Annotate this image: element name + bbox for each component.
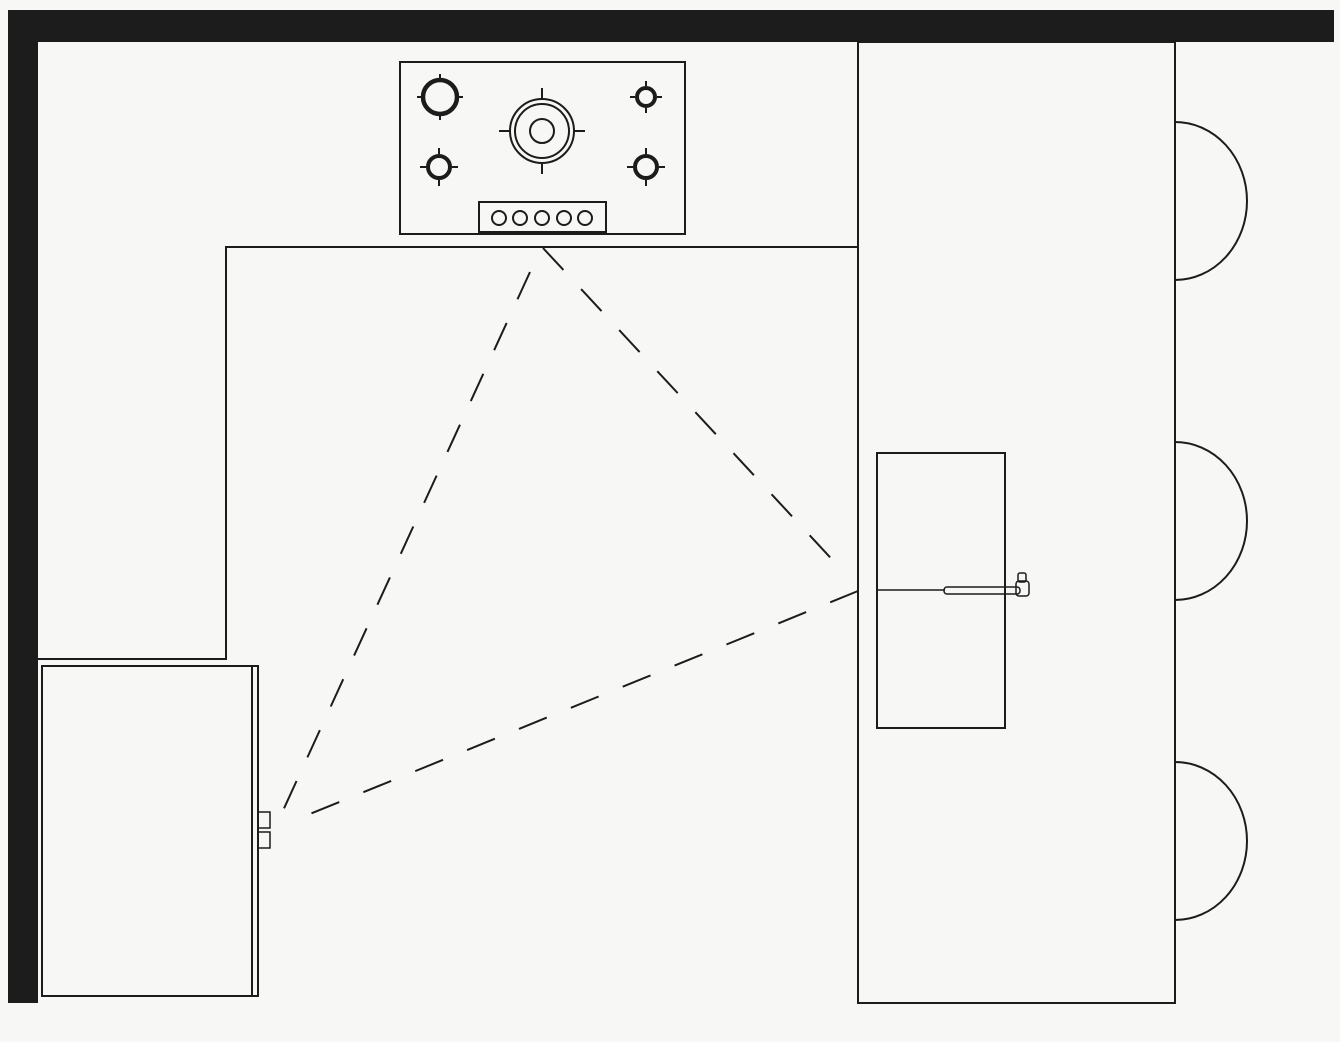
triangle-sink-to-fridge — [299, 590, 859, 819]
island — [857, 41, 1176, 1004]
wall-top — [8, 10, 1334, 42]
knob — [491, 210, 507, 226]
burner-wok — [499, 88, 585, 174]
burner-bottom-right — [627, 148, 665, 186]
work-triangle — [274, 247, 859, 829]
triangle-cooktop-to-sink — [542, 247, 841, 569]
refrigerator-handle — [258, 811, 271, 849]
cooktop-control-panel — [478, 201, 607, 233]
burner-small-top-right — [630, 81, 662, 113]
wall-left — [8, 10, 38, 1003]
knob — [534, 210, 550, 226]
burner-bottom-left — [420, 148, 458, 186]
cooktop — [399, 61, 686, 235]
bar-stool-1 — [1174, 121, 1248, 281]
knob — [512, 210, 528, 226]
knob — [577, 210, 593, 226]
sink — [876, 452, 1006, 729]
faucet — [943, 572, 1030, 597]
bar-stool-3 — [1174, 761, 1248, 921]
burner-large — [417, 74, 463, 120]
triangle-cooktop-to-fridge — [274, 271, 531, 829]
counter-run — [38, 246, 858, 660]
refrigerator — [41, 665, 271, 997]
knob — [556, 210, 572, 226]
bar-stool-2 — [1174, 441, 1248, 601]
